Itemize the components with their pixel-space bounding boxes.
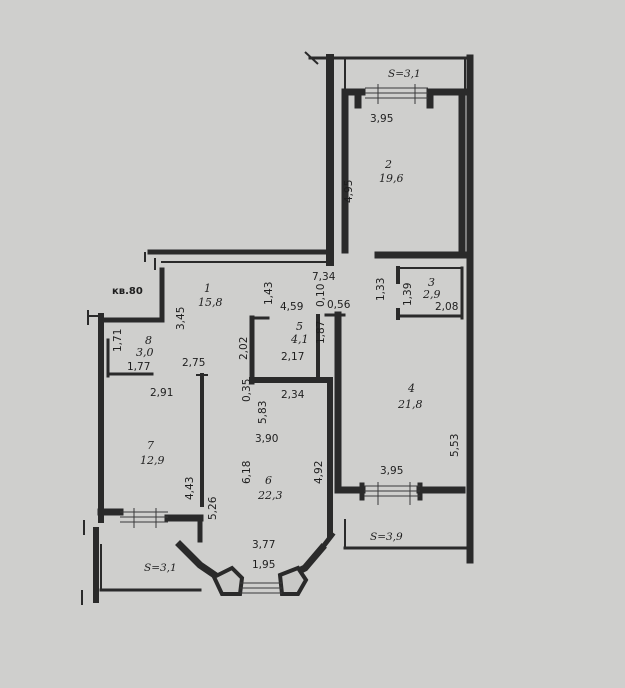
dim-bath-left: 2,02 <box>238 337 250 360</box>
room-5-number: 5 <box>296 320 303 333</box>
dim-bath-width: 2,17 <box>281 351 304 363</box>
dim-room7-width: 2,91 <box>150 387 173 399</box>
room-7-number: 7 <box>147 439 154 452</box>
room-6-number: 6 <box>265 474 272 487</box>
room-6-area: 22,3 <box>257 489 283 502</box>
dim-room6-upper: 5,83 <box>257 401 269 424</box>
dim-room6-width: 3,90 <box>255 433 278 445</box>
dim-bath-bottom: 2,34 <box>281 389 305 401</box>
dim-wall-thickness: 0,10 <box>315 284 327 307</box>
room-1-area: 15,8 <box>198 296 223 309</box>
dim-room4-width: 3,95 <box>380 465 403 477</box>
dim-hall-width: 4,59 <box>280 301 303 313</box>
room-labels: 2 19,6 1 15,8 3 2,9 5 4,1 8 3,0 4 21,8 7… <box>136 158 441 502</box>
dim-room2-width: 3,95 <box>370 113 393 125</box>
bay-window <box>211 565 309 596</box>
dim-corridor-length: 7,34 <box>312 271 336 283</box>
dim-room6-left: 5,26 <box>207 496 219 520</box>
balcony-labels: S=3,1 S=3,9 S=3,1 <box>144 68 421 574</box>
room-8-area: 3,0 <box>136 346 154 359</box>
dim-room7-height: 4,43 <box>184 477 196 500</box>
dim-closet-width: 2,08 <box>435 301 458 313</box>
dim-room1-height: 3,45 <box>175 307 187 330</box>
room-5-area: 4,1 <box>290 333 309 346</box>
interior-walls <box>97 88 474 585</box>
room-7-area: 12,9 <box>140 454 165 467</box>
dim-closet8-height: 1,71 <box>112 329 124 352</box>
room-3-number: 3 <box>428 276 435 289</box>
dim-room4-height: 5,53 <box>449 434 461 457</box>
dim-closet-height: 1,33 <box>375 278 387 301</box>
dim-closet-inner: 1,39 <box>402 283 414 306</box>
room-3-area: 2,9 <box>422 288 441 301</box>
room-4-area: 21,8 <box>397 398 423 411</box>
dim-room6-height: 6,18 <box>241 461 253 484</box>
apartment-label: кв.80 <box>112 286 143 297</box>
dim-room2-height: 4,95 <box>343 180 355 203</box>
dim-offset: 0,35 <box>241 379 253 402</box>
dim-bay-window: 1,95 <box>252 559 275 571</box>
dim-room6-bay: 3,77 <box>252 539 275 551</box>
room-2-area: 19,6 <box>379 172 404 185</box>
dimension-labels: 3,95 7,34 2,08 4,59 0,56 2,17 1,77 2,75 … <box>112 113 461 571</box>
room-8-number: 8 <box>145 334 152 347</box>
window-room-7 <box>120 508 168 528</box>
room-1-number: 1 <box>204 282 211 295</box>
dim-room6-right: 4,92 <box>313 461 325 484</box>
balcony-right-area: S=3,9 <box>370 531 403 543</box>
window-room-2 <box>365 84 428 104</box>
dim-partition: 0,56 <box>327 299 351 311</box>
windows <box>120 84 428 528</box>
dim-hall-lower: 2,75 <box>182 357 205 369</box>
outer-walls <box>89 54 474 603</box>
room-2-number: 2 <box>384 158 392 171</box>
balcony-top-area: S=3,1 <box>388 68 421 80</box>
balcony-left-area: S=3,1 <box>144 562 177 574</box>
dim-hall-height: 1,43 <box>263 282 275 305</box>
dim-bath-height: 1,87 <box>315 321 327 344</box>
dim-closet8-width: 1,77 <box>127 361 150 373</box>
window-room-4 <box>364 482 420 505</box>
apartment-label-group: кв.80 <box>112 286 143 297</box>
wall-ticks <box>81 51 319 605</box>
room-4-number: 4 <box>407 382 415 395</box>
